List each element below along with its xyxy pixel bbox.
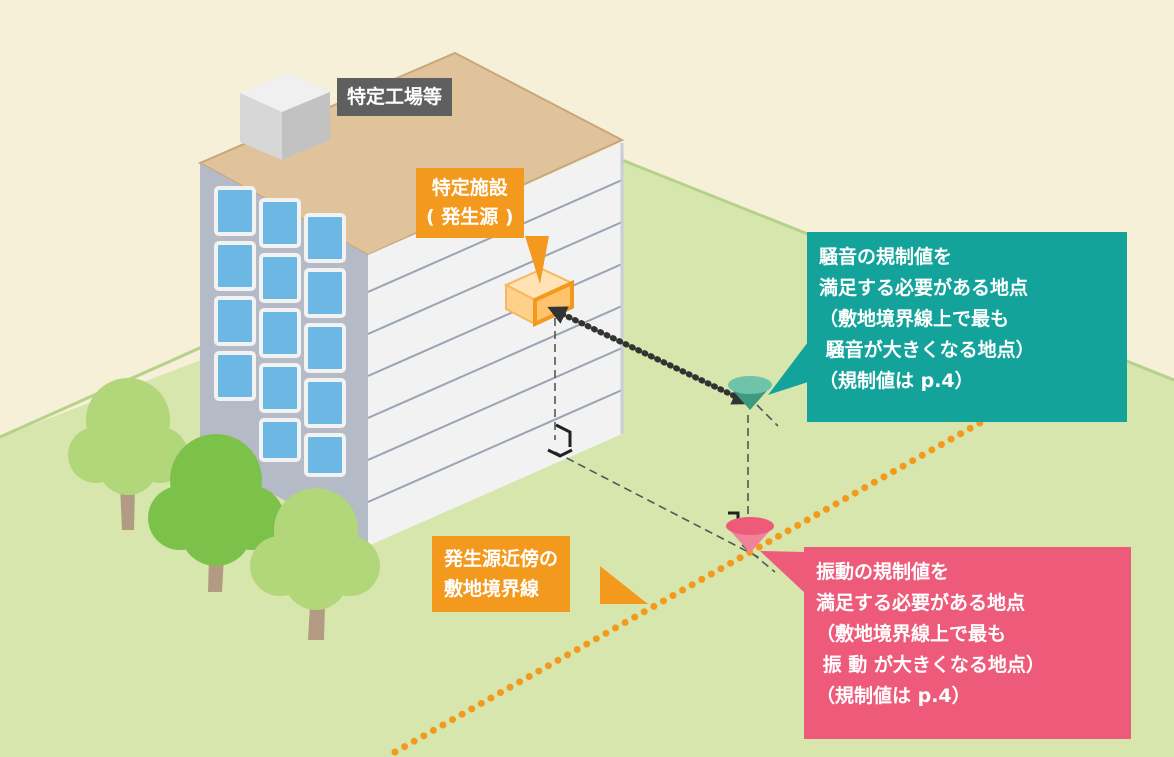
vibration-measure-point-marker bbox=[726, 517, 774, 553]
rooftop-unit bbox=[240, 73, 330, 160]
distance-arrow bbox=[547, 306, 752, 405]
noise-callout-tail bbox=[768, 342, 808, 395]
right-angle-marker bbox=[547, 423, 573, 458]
boundary-label: 発生源近傍の 敷地境界線 bbox=[432, 536, 571, 612]
noise-point-callout: 騒音の規制値を 満足する必要がある地点 （敷地境界線上で最も 騒音が大きくなる地… bbox=[807, 232, 1127, 422]
building-windows bbox=[214, 186, 346, 477]
facade-lines bbox=[368, 179, 622, 503]
building-label: 特定工場等 bbox=[337, 78, 453, 116]
facility-callout-tail bbox=[525, 236, 549, 284]
noise-source-box bbox=[503, 267, 575, 328]
vibration-point-callout: 振動の規制値を 満足する必要がある地点 （敷地境界線上で最も 振 動 が大きくな… bbox=[804, 547, 1131, 739]
building-front-face bbox=[368, 143, 622, 546]
vibration-callout-tail bbox=[760, 551, 806, 594]
boundary-callout-tail bbox=[600, 566, 648, 604]
noise-measure-point-marker bbox=[728, 376, 772, 410]
facility-label: 特定施設 ( 発生源 ) bbox=[416, 168, 524, 238]
trees bbox=[68, 378, 380, 640]
site-boundary-line bbox=[391, 416, 989, 756]
